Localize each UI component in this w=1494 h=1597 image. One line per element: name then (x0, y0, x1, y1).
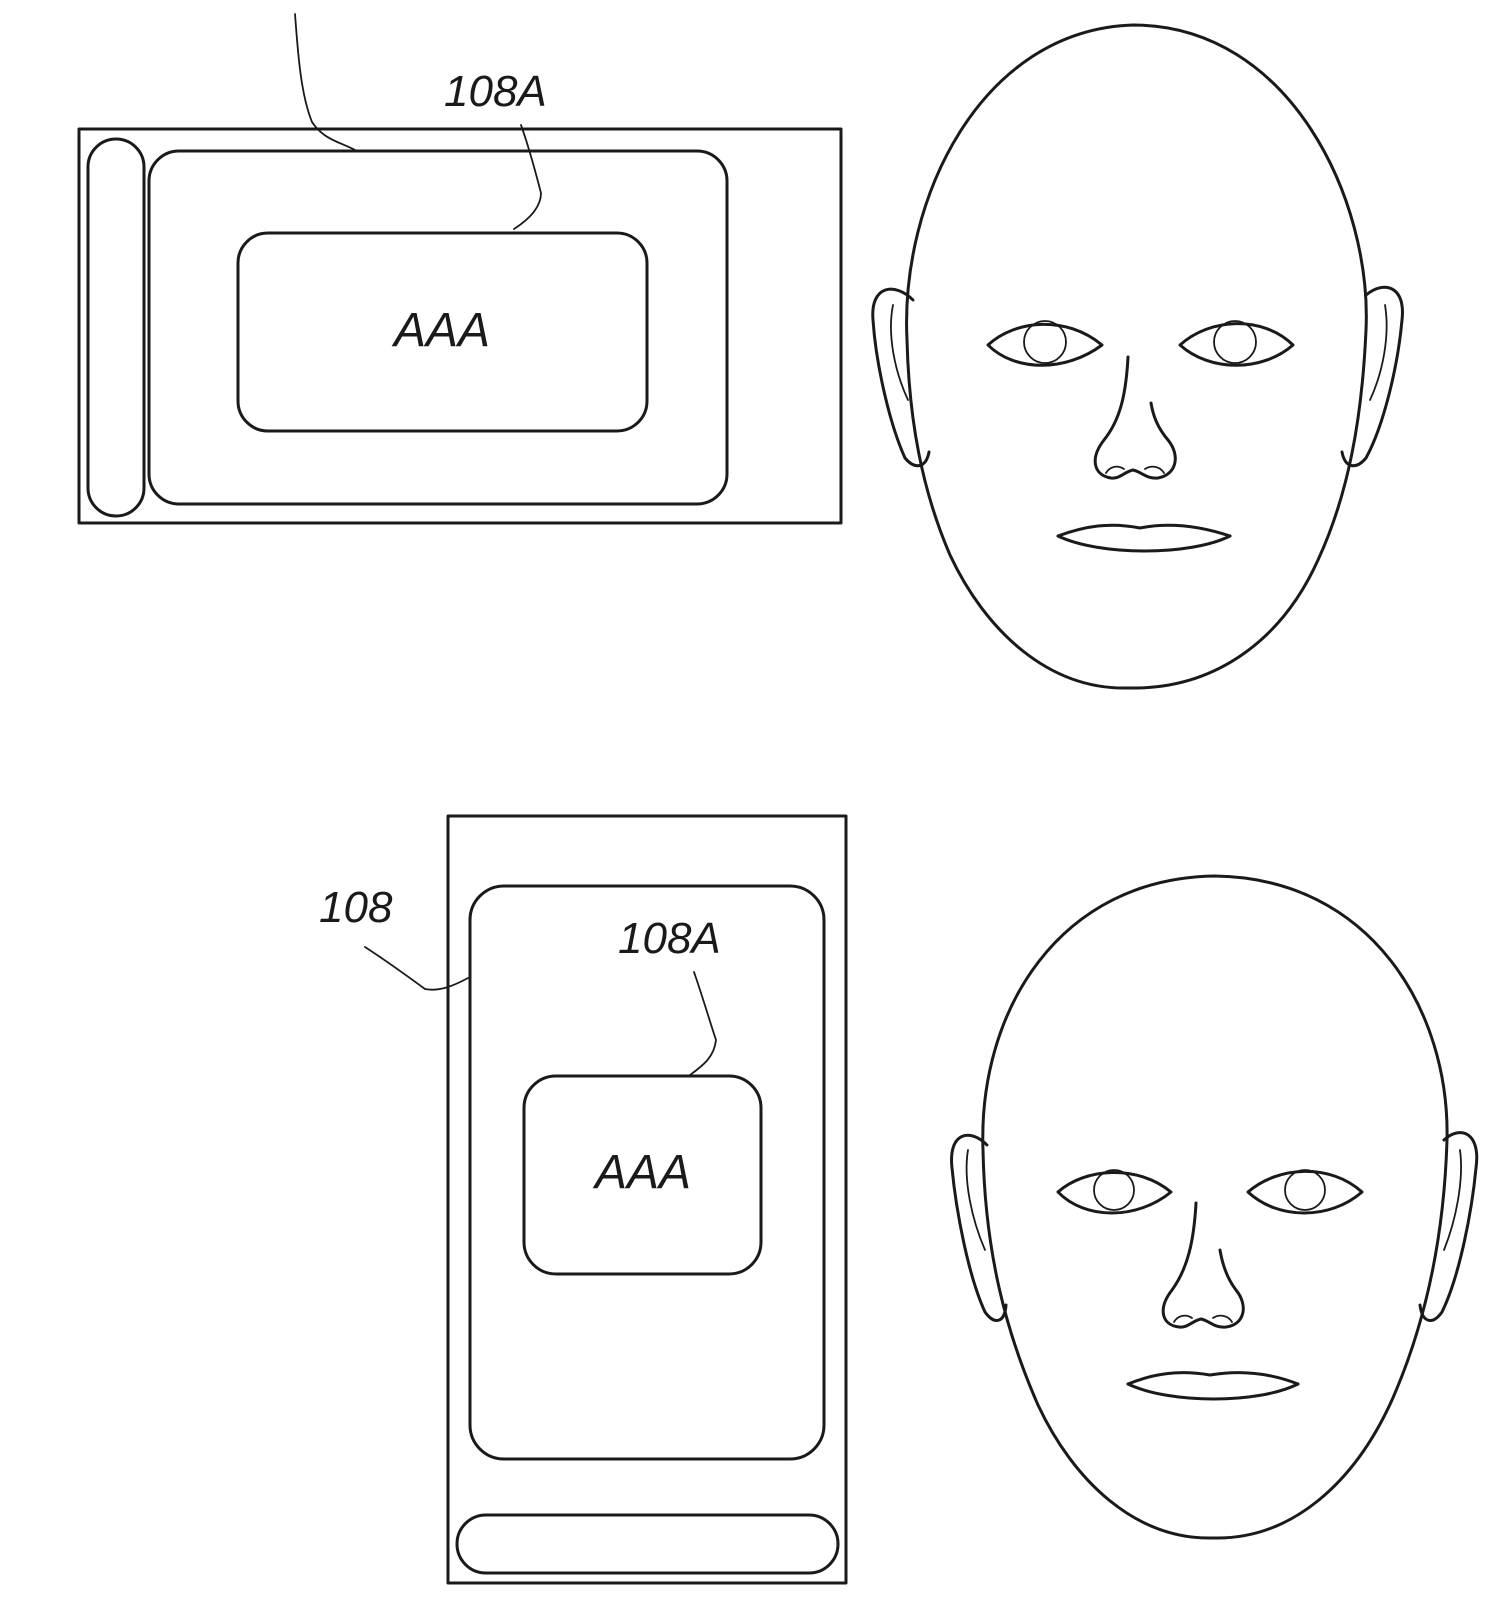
bottom-head-outline (983, 876, 1447, 1538)
portrait-frame-leader (365, 947, 468, 990)
top-right-ear (1342, 287, 1402, 465)
bottom-mouth-lower (1128, 1384, 1298, 1399)
top-nose (1095, 357, 1175, 478)
bottom-left-iris (1094, 1170, 1134, 1210)
bottom-right-iris (1285, 1170, 1325, 1210)
top-nostril-left (1106, 467, 1124, 473)
top-left-ear (873, 289, 929, 466)
bottom-head-figure (952, 876, 1477, 1538)
top-left-eye (988, 324, 1102, 365)
top-nostril-right (1145, 467, 1164, 473)
portrait-content-leader (690, 972, 716, 1075)
top-right-ear-inner (1370, 305, 1387, 400)
top-right-iris (1214, 321, 1256, 363)
top-left-iris (1024, 321, 1066, 363)
top-head-figure (873, 25, 1403, 688)
bottom-nostril-left (1174, 1316, 1192, 1322)
portrait-content-label: 108A (618, 914, 721, 963)
top-mouth-lower (1058, 536, 1230, 551)
portrait-frame-label: 108 (319, 883, 393, 932)
bottom-mouth-upper (1128, 1373, 1298, 1384)
bottom-nose (1163, 1203, 1243, 1327)
bottom-right-eye (1248, 1171, 1362, 1213)
top-mouth-upper (1058, 525, 1230, 536)
bottom-left-ear (952, 1135, 1006, 1320)
bottom-left-eye (1058, 1172, 1171, 1213)
landscape-content-text: AAA (391, 304, 490, 357)
landscape-content-label: 108A (444, 67, 547, 116)
portrait-content-text: AAA (592, 1146, 691, 1199)
top-head-outline (907, 25, 1367, 688)
landscape-content-leader (514, 125, 541, 229)
bottom-nostril-right (1213, 1316, 1232, 1322)
portrait-bottom-bar (457, 1515, 838, 1573)
landscape-side-bar (88, 139, 144, 516)
landscape-device: AAA (79, 129, 841, 523)
top-right-eye (1180, 324, 1293, 366)
